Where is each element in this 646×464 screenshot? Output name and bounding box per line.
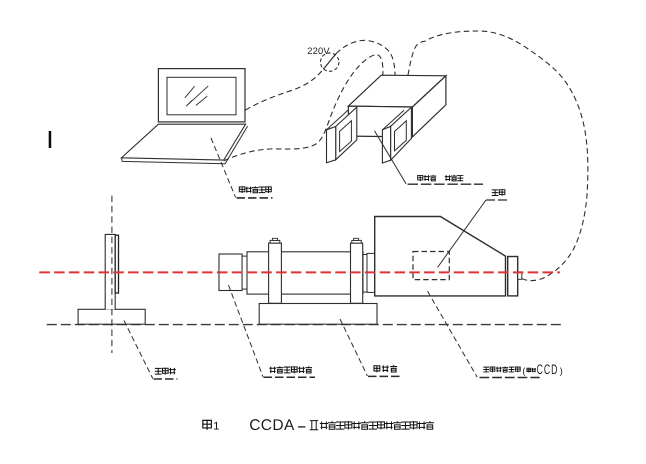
svg-text:CCDA: CCDA <box>249 417 295 434</box>
svg-text:(: ( <box>522 366 525 376</box>
svg-text:CCD: CCD <box>537 362 559 377</box>
svg-text:220V: 220V <box>307 46 330 56</box>
svg-text:1: 1 <box>213 420 219 432</box>
svg-text:): ) <box>560 366 563 376</box>
